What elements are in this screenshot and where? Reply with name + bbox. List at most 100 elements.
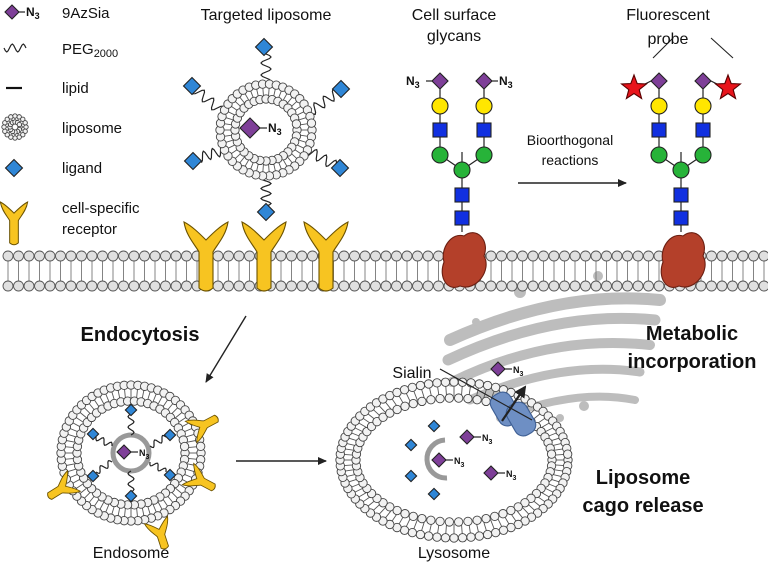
- mannose: [453, 161, 471, 179]
- lysosome-bilayer: [335, 377, 573, 543]
- golgi-vesicle: [472, 318, 480, 326]
- golgi-cisterna: [447, 337, 655, 387]
- ligand: [182, 76, 202, 96]
- endosome: N3: [47, 380, 219, 550]
- receptor: [184, 414, 219, 444]
- sia-diamond: [239, 117, 261, 139]
- legend-ligand-label: ligand: [62, 160, 102, 177]
- labels: Targeted liposome Cell surface glycans F…: [81, 7, 757, 562]
- golgi-vesicle: [608, 294, 616, 302]
- peg-linker: [127, 413, 135, 436]
- lysosome-label: Lysosome: [418, 545, 490, 562]
- sialin-label: Sialin: [392, 365, 431, 382]
- galactose: [431, 97, 449, 115]
- glycoprotein: [660, 232, 706, 288]
- peg-linker: [95, 460, 113, 474]
- golgi-cisterna: [442, 312, 661, 366]
- peg-linker: [192, 87, 224, 113]
- ligand: [427, 487, 441, 501]
- ligand: [256, 202, 276, 222]
- sia-diamond: [483, 465, 499, 481]
- azido-sialic-acid: N3: [490, 361, 524, 378]
- n3-label: N3: [513, 365, 524, 378]
- plasma-membrane: [2, 250, 768, 292]
- glycoprotein: [441, 232, 487, 288]
- receptor: [241, 221, 287, 292]
- receptor: [47, 469, 82, 500]
- receptor: [181, 462, 216, 492]
- n3-label: N3: [482, 433, 493, 446]
- probe-title-line2: probe: [648, 31, 689, 48]
- endocytosis-label: Endocytosis: [81, 324, 200, 346]
- sialic-acid: [475, 72, 493, 90]
- ligand: [86, 469, 100, 483]
- glcnac: [476, 122, 492, 138]
- release-label-line1: Liposome: [596, 467, 690, 489]
- glcnac: [651, 122, 667, 138]
- peg-linker: [95, 437, 113, 446]
- glcnac: [695, 122, 711, 138]
- ligand: [163, 468, 177, 482]
- endosome-label: Endosome: [93, 545, 170, 562]
- sialic-acid: [650, 72, 668, 90]
- legend-liposome-icon: [1, 113, 29, 141]
- mannose: [694, 146, 712, 164]
- mannose: [650, 146, 668, 164]
- glcnac: [673, 187, 689, 203]
- ligand: [124, 489, 138, 503]
- sia-diamond: [116, 444, 132, 460]
- ligand: [404, 469, 418, 483]
- sialic-acid: [431, 72, 449, 90]
- galactose: [650, 97, 668, 115]
- endosome-bilayer: [56, 380, 206, 526]
- sia-diamond: [431, 452, 447, 468]
- mannose: [672, 161, 690, 179]
- metabolic-label-line1: Metabolic: [646, 323, 738, 345]
- metabolic-label-line2: incorporation: [628, 351, 757, 373]
- legend-lipid-label: lipid: [62, 80, 89, 97]
- peg-linker: [305, 148, 338, 168]
- membrane-receptors: [183, 221, 349, 292]
- targeted-liposome: N3: [182, 37, 351, 222]
- n3-label: N3: [139, 448, 150, 461]
- golgi-apparatus: [442, 271, 666, 422]
- n3-label: N3: [454, 456, 465, 469]
- peg-linker: [3, 43, 27, 53]
- probe-title-line1: Fluorescent: [626, 7, 710, 24]
- sialic-acid: [694, 72, 712, 90]
- golgi-cisterna: [465, 364, 645, 405]
- ligand: [86, 427, 100, 441]
- glcnac: [673, 210, 689, 226]
- glcnac: [454, 187, 470, 203]
- sialin-export-arrow: [439, 368, 533, 421]
- fluorescent-probe-star: [620, 73, 648, 100]
- fluorescent-probe-star: [714, 73, 742, 100]
- galactose: [694, 97, 712, 115]
- endocytosis-arrow: [205, 315, 247, 383]
- ligand: [183, 151, 203, 171]
- liposome-bilayer: [215, 79, 317, 181]
- n3-label: N3: [26, 5, 40, 21]
- legend-receptor-icon: [0, 201, 29, 246]
- bioorthogonal-label-line2: reactions: [542, 152, 599, 168]
- targeted-liposome-title: Targeted liposome: [201, 7, 332, 24]
- glycan-labeled: [620, 37, 742, 288]
- glycans-title-line2: glycans: [427, 28, 481, 45]
- galactose: [475, 97, 493, 115]
- azido-sialic-acid: N3: [116, 444, 150, 461]
- ligand: [124, 403, 138, 417]
- legend-sia-label: 9AzSia: [62, 5, 110, 22]
- sia-diamond: [459, 429, 475, 445]
- disrupted-liposome: [424, 437, 448, 481]
- ligand: [163, 428, 177, 442]
- azido-sialic-acid: N3: [239, 117, 282, 139]
- golgi-vesicle: [579, 401, 589, 411]
- ligand: [404, 438, 418, 452]
- mannose: [475, 146, 493, 164]
- azido-sialic-acid: N3: [483, 465, 517, 482]
- n3-label: N3: [506, 469, 517, 482]
